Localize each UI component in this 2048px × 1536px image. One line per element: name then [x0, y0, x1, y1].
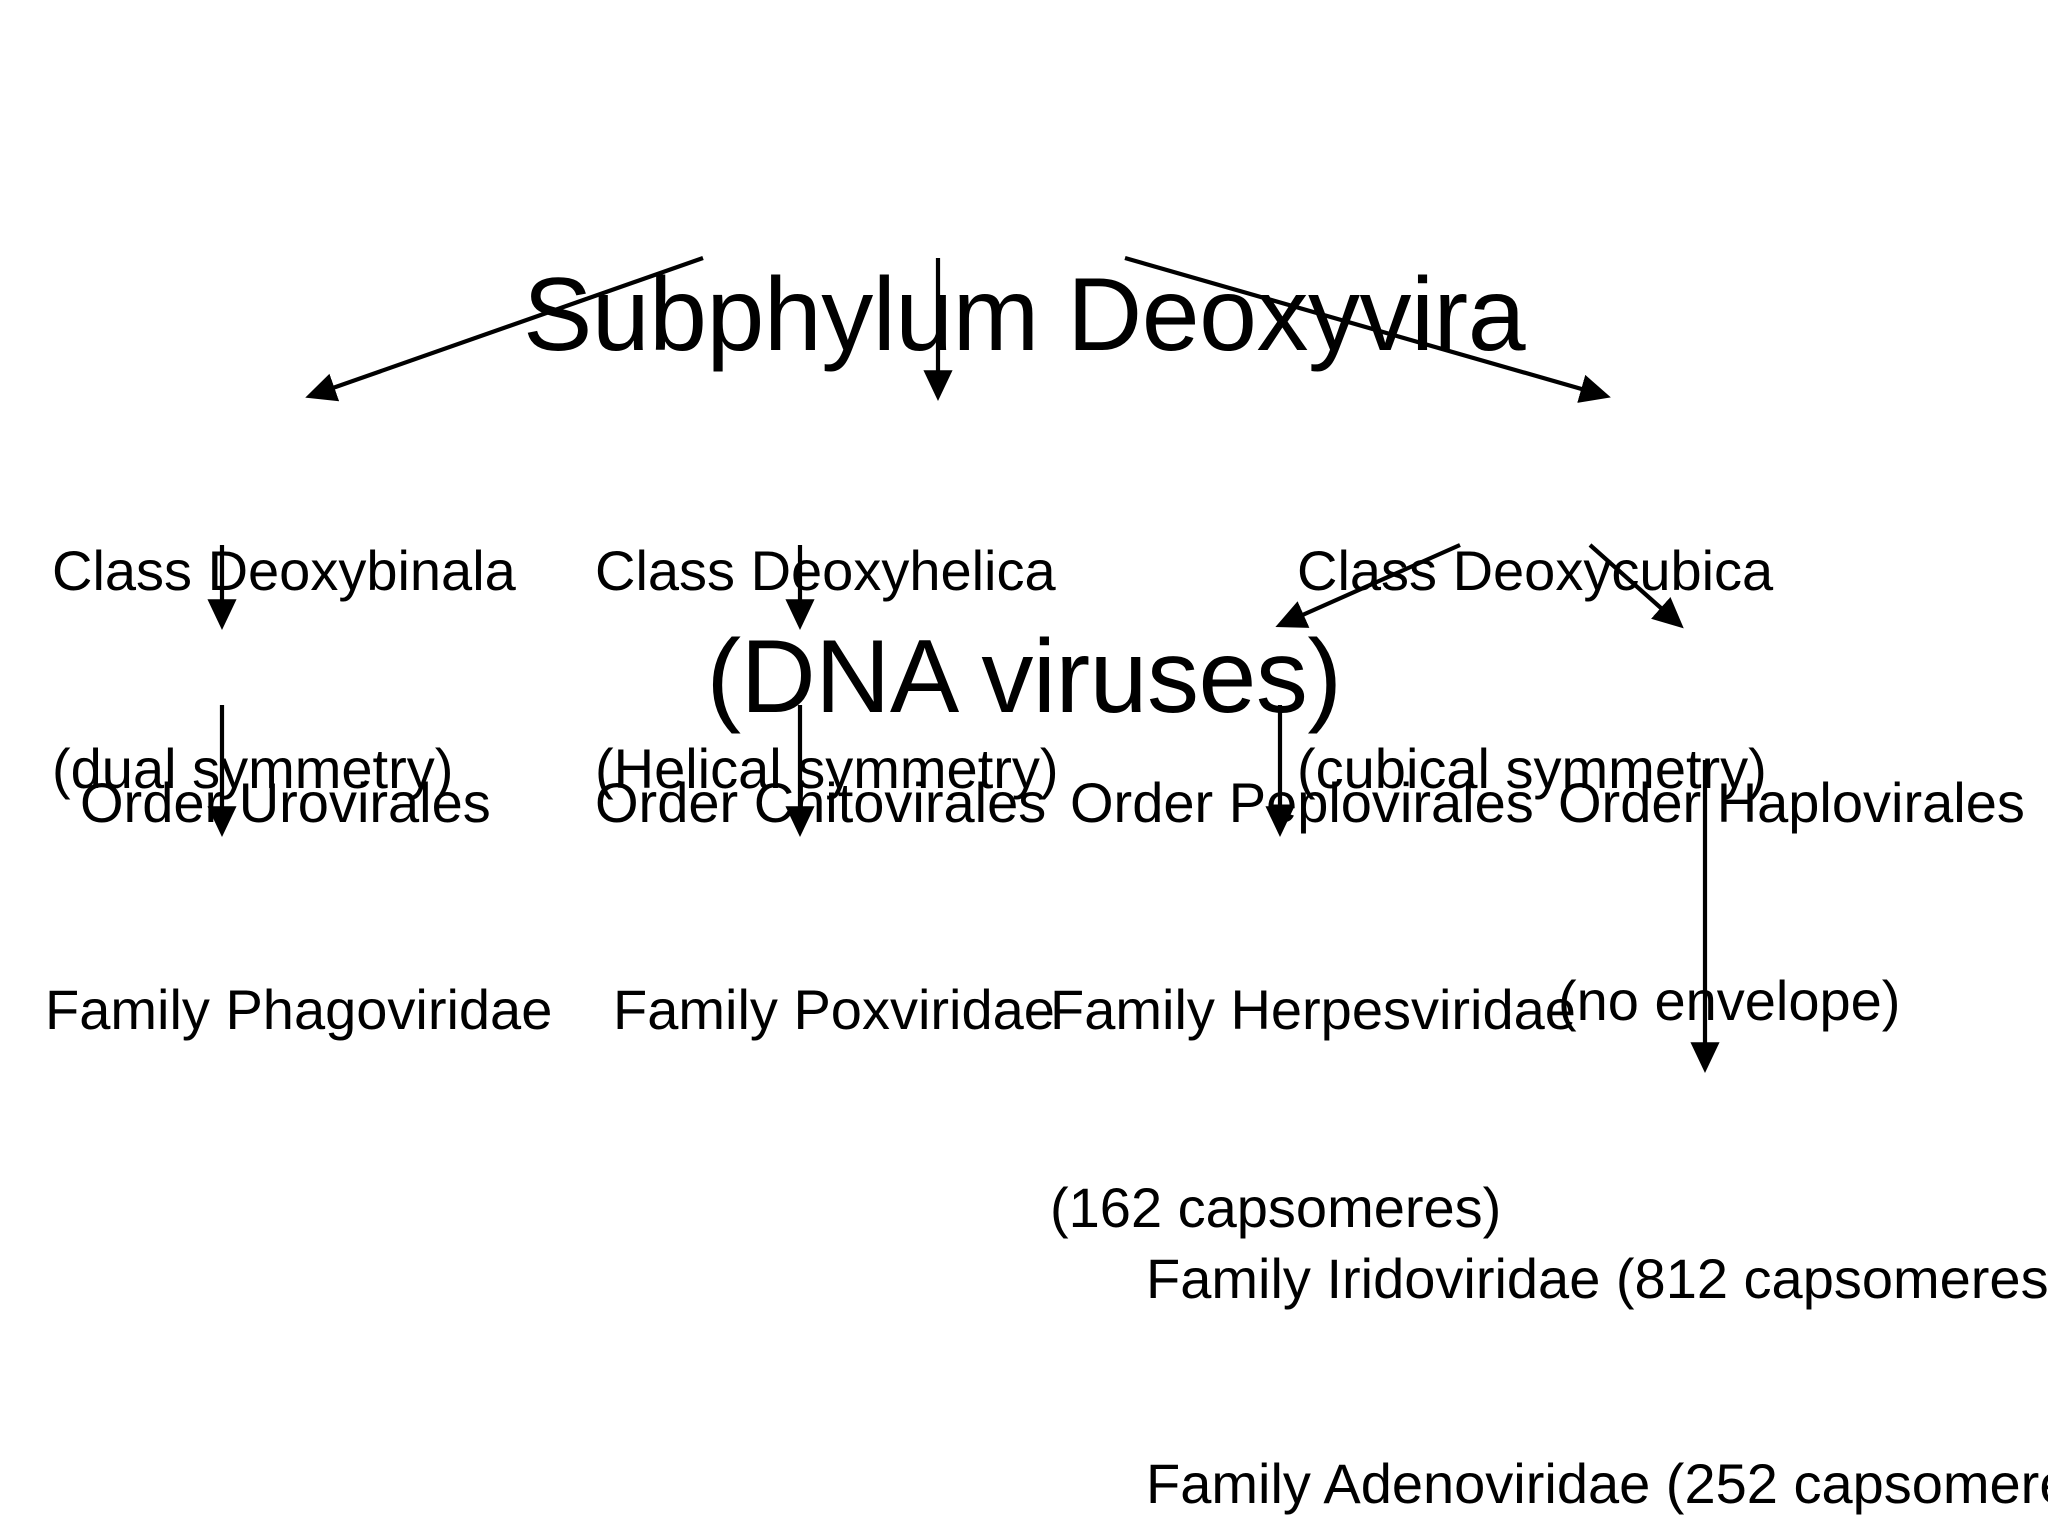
class-deoxyhelica-note: (Helical symmetry) — [595, 737, 1059, 801]
class-deoxycubica-name: Class Deoxycubica — [1297, 539, 1774, 603]
class-deoxybinala-note: (dual symmetry) — [52, 737, 454, 801]
order-chitovirales-name: Order Chitovirales — [595, 771, 1047, 835]
title-line-1: Subphylum Deoxyvira — [522, 257, 1526, 374]
class-deoxyhelica-name: Class Deoxyhelica — [595, 539, 1056, 603]
node-family-herpesviridae: Family Herpesviridae (162 capsomeres) — [1050, 845, 1576, 1374]
node-family-phagoviridae: Family Phagoviridae — [45, 845, 552, 1175]
family-herpesviridae-note: (162 capsomeres) — [1050, 1176, 1502, 1240]
node-family-list: Family Iridoviridae (812 capsomeres) Fam… — [1146, 1108, 2048, 1536]
node-class-deoxybinala: Class Deoxybinala (dual symmetry) — [52, 406, 516, 935]
class-deoxycubica-note: (cubical symmetry) — [1297, 737, 1767, 801]
family-phagoviridae-name: Family Phagoviridae — [45, 978, 553, 1042]
title-line-2: (DNA viruses) — [706, 619, 1342, 736]
node-class-deoxyhelica: Class Deoxyhelica (Helical symmetry) — [595, 406, 1059, 935]
order-peplovirales-name: Order Peplovirales — [1070, 771, 1534, 835]
node-family-poxviridae: Family Poxviridae — [613, 845, 1055, 1175]
node-class-deoxycubica: Class Deoxycubica (cubical symmetry) — [1297, 406, 1773, 935]
family-herpesviridae-name: Family Herpesviridae — [1050, 978, 1576, 1042]
node-order-peplovirales: Order Peplovirales — [1070, 638, 1534, 968]
family-list-item-adenoviridae: Family Adenoviridae (252 capsomeres) — [1146, 1451, 2048, 1515]
family-list-item-iridoviridae: Family Iridoviridae (812 capsomeres) — [1146, 1246, 2048, 1310]
family-poxviridae-name: Family Poxviridae — [613, 978, 1055, 1042]
node-order-chitovirales: Order Chitovirales — [595, 638, 1046, 968]
order-haplovirales-note: (no envelope) — [1558, 969, 1901, 1033]
order-haplovirales-name: Order Haplovirales — [1558, 771, 2025, 835]
node-order-haplovirales: Order Haplovirales (no envelope) — [1558, 638, 2025, 1167]
class-deoxybinala-name: Class Deoxybinala — [52, 539, 516, 603]
node-order-urovirales: Order Urovirales — [80, 638, 491, 968]
page-title: Subphylum Deoxyvira (DNA viruses) — [0, 14, 2048, 979]
order-urovirales-name: Order Urovirales — [80, 771, 491, 835]
